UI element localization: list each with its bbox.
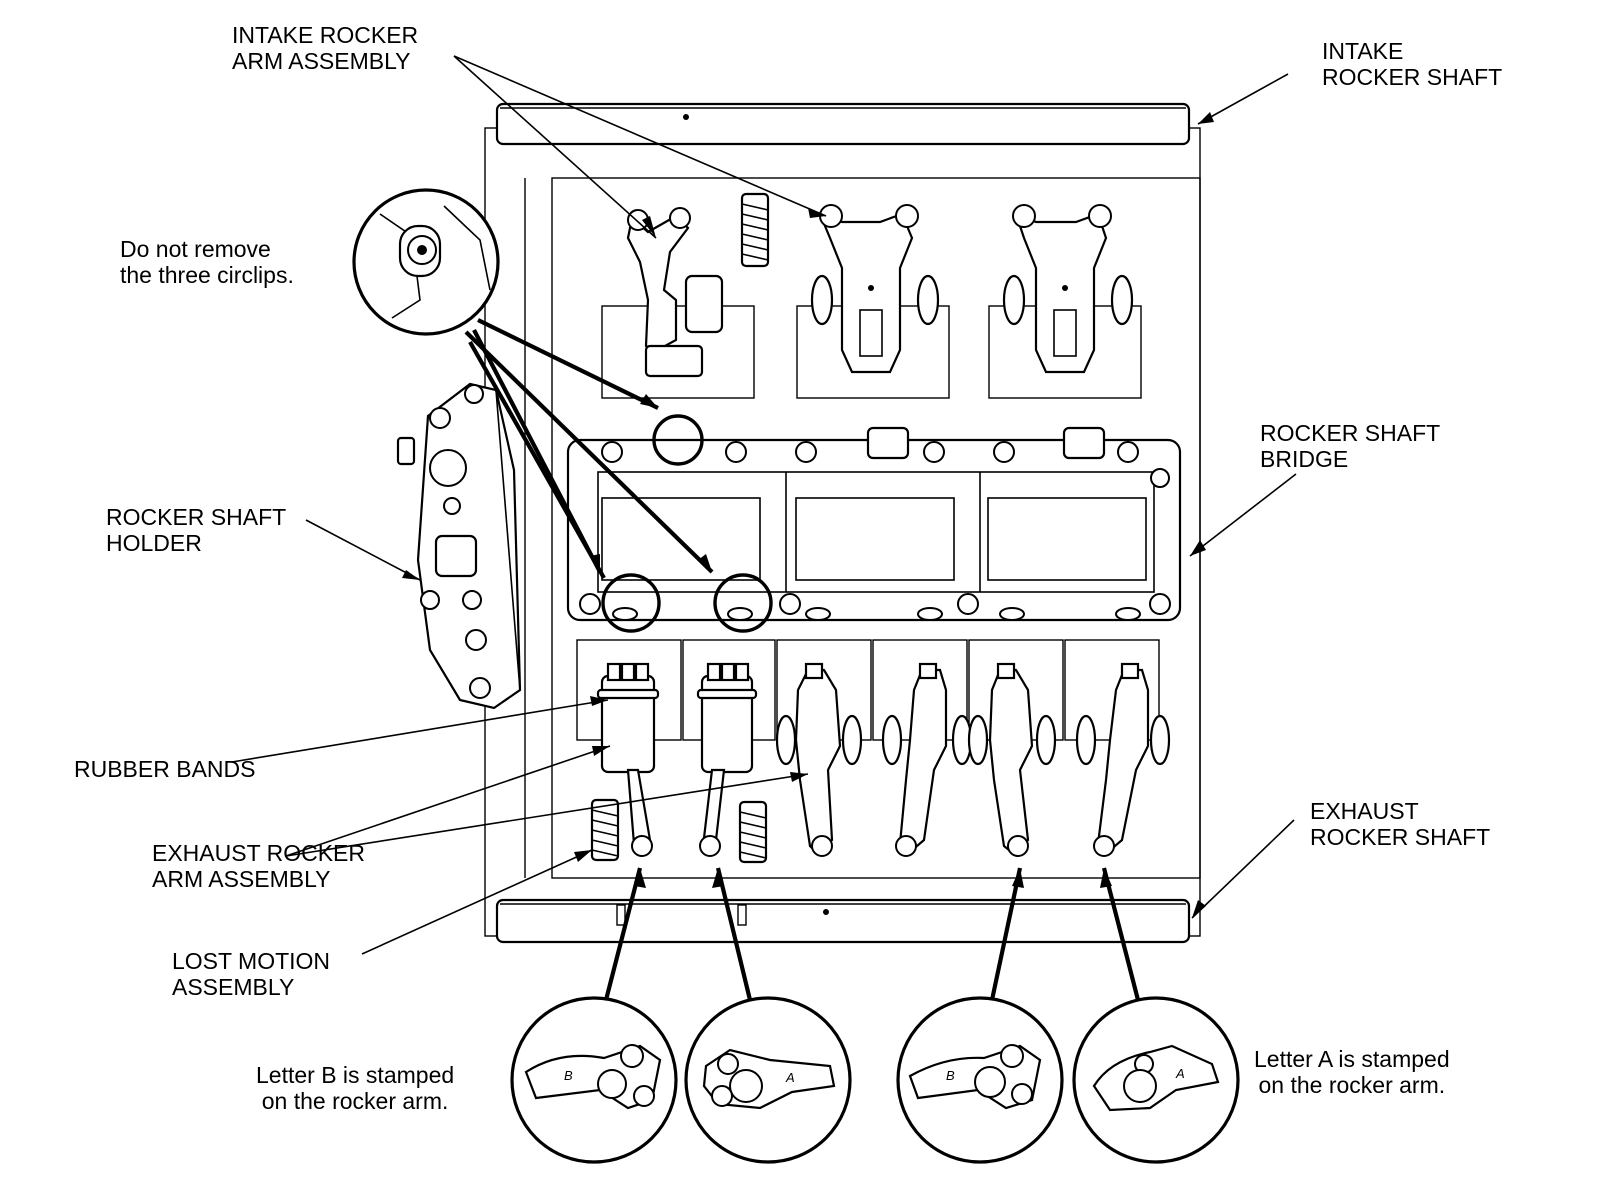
circlip-ring-exhaust-2 xyxy=(713,573,773,633)
stamp-circle-a-2: A xyxy=(1072,996,1240,1164)
exhaust-rocker-boxes xyxy=(576,639,1160,741)
rocker-shaft-bridge xyxy=(566,426,1182,622)
stamp-letter-b-2: B xyxy=(946,1068,955,1083)
stamp-letter-a-2: A xyxy=(1175,1066,1185,1081)
exhaust-rocker-arm-3 xyxy=(775,662,863,857)
circlip-ring-intake xyxy=(652,414,704,466)
exhaust-rocker-arm-b xyxy=(596,662,660,857)
intake-rocker-shaft xyxy=(495,102,1191,146)
label-rubber-bands: RUBBER BANDS xyxy=(74,756,256,782)
circlip-ring-exhaust-1 xyxy=(601,573,661,633)
stamp-letter-a-1: A xyxy=(785,1070,795,1085)
arrow-heads xyxy=(402,112,1214,918)
label-exhaust-rocker-shaft: EXHAUST ROCKER SHAFT xyxy=(1310,798,1491,850)
label-intake-rocker-shaft: INTAKE ROCKER SHAFT xyxy=(1322,38,1503,90)
label-intake-rocker-arm-assembly: INTAKE ROCKER ARM ASSEMBLY xyxy=(232,22,419,74)
rocker-shaft-holder xyxy=(396,382,522,710)
label-exhaust-rocker-arm-assembly: EXHAUST ROCKER ARM ASSEMBLY xyxy=(152,840,366,892)
exhaust-lost-motion-spring-2 xyxy=(738,800,768,864)
exhaust-rocker-shaft xyxy=(495,898,1191,944)
label-do-not-remove: Do not remove the three circlips. xyxy=(120,236,294,288)
stamp-circle-a-1: A xyxy=(684,996,852,1164)
bold-arrows-stamp xyxy=(603,867,1141,1001)
exhaust-lost-motion-spring-1 xyxy=(590,798,620,862)
intake-lost-motion-spring xyxy=(740,192,770,268)
intake-rocker-arm-2 xyxy=(810,204,940,374)
leader-lines xyxy=(231,55,1297,955)
label-letter-b-note: Letter B is stamped on the rocker arm. xyxy=(256,1062,455,1114)
exhaust-rocker-arm-5 xyxy=(967,662,1057,857)
label-rocker-shaft-bridge: ROCKER SHAFT BRIDGE xyxy=(1260,420,1441,472)
circlip-detail-circle xyxy=(352,188,500,336)
stamp-letter-b-1: B xyxy=(564,1068,573,1083)
label-lost-motion-assembly: LOST MOTION ASSEMBLY xyxy=(172,948,331,1000)
intake-rocker-arm-1 xyxy=(626,207,724,378)
label-letter-a-note: Letter A is stamped on the rocker arm. xyxy=(1254,1046,1450,1098)
intake-rocker-arm-3 xyxy=(1002,204,1134,374)
label-rocker-shaft-holder: ROCKER SHAFT HOLDER xyxy=(106,504,287,556)
exhaust-rocker-arm-4 xyxy=(881,662,973,857)
stamp-circle-b-2: B xyxy=(896,996,1064,1164)
stamp-circle-b-1: B xyxy=(510,996,678,1164)
bold-arrows-circlip xyxy=(464,318,714,580)
exhaust-rocker-arm-6 xyxy=(1075,662,1171,857)
